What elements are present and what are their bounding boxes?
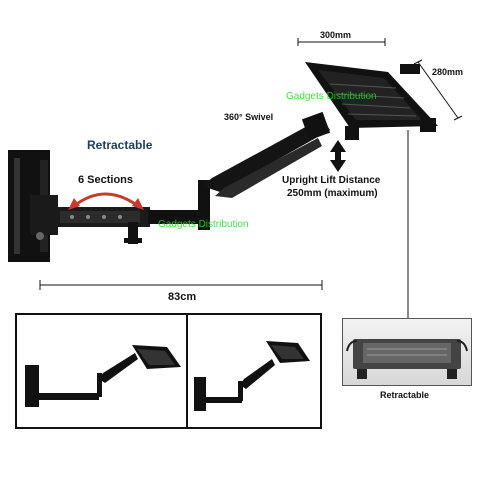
thumbnail-extended-drawing — [25, 345, 181, 407]
lift-distance-value: 250mm (maximum) — [287, 188, 378, 199]
lift-distance-label: Upright Lift Distance — [282, 175, 381, 186]
swivel-label: 360° Swivel — [224, 112, 274, 122]
thumbnail-extended — [15, 313, 189, 429]
retractable-tray-drawing — [346, 339, 468, 379]
reach-label: 83cm — [168, 291, 197, 303]
depth-dimension-label: 280mm — [432, 67, 464, 77]
retractable-label: Retractable — [87, 138, 153, 152]
dimension-lines — [39, 38, 463, 318]
laptop-tray — [305, 62, 438, 140]
wall-mount-plate — [8, 150, 58, 262]
watermark-top: Gadgets Distribution — [286, 91, 377, 102]
thumbnail-retracted-drawing — [194, 341, 310, 411]
vertical-post — [198, 180, 210, 230]
retractable-tray-photo — [342, 318, 472, 386]
watermark-mid: Gadgets Distribution — [158, 219, 249, 230]
lift-arrow — [330, 140, 346, 172]
retract-arc-arrow — [68, 192, 144, 210]
thumbnail-retracted — [186, 313, 322, 429]
width-dimension-label: 300mm — [320, 30, 352, 40]
telescopic-arm — [55, 207, 203, 244]
sections-label: 6 Sections — [78, 174, 134, 186]
gas-spring-arm — [202, 111, 331, 198]
retractable-caption: Retractable — [380, 390, 430, 400]
